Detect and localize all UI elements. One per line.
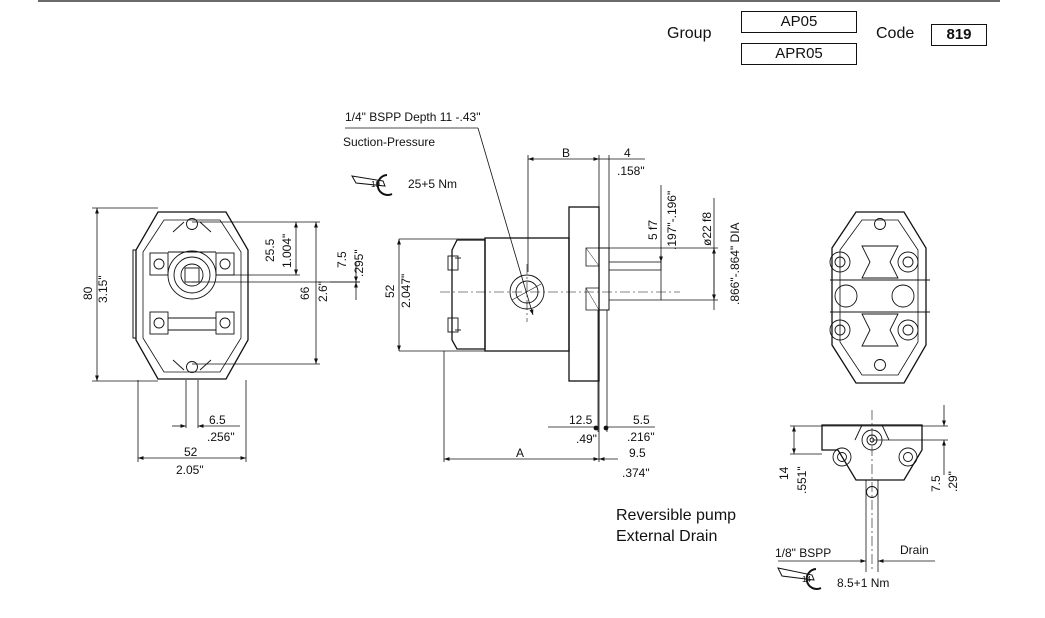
drain-view-details [832,424,918,498]
port-label: 1/4" BSPP Depth 11 -.43" [345,110,481,124]
drain-label: Drain [900,543,929,557]
wrench-icon-drain [777,567,822,590]
front-top-center-in: 1.004" [280,234,294,268]
front-height-mm: 80 [81,286,95,300]
front-offset-mm: 7.5 [335,251,349,268]
spigot-dia-in: .866"-.864" DIA [728,222,742,305]
shaft3-in: .374" [622,466,650,480]
shaft2-in: .216" [627,430,655,444]
front-top-center-mm: 25.5 [263,238,277,262]
wrench-icon [351,174,393,196]
code-value: 819 [931,24,987,46]
note-reversible: Reversible pump [616,507,737,524]
note-external-drain: External Drain [616,528,718,545]
drain-torque: 8.5+1 Nm [837,576,889,590]
side-view-outline [399,206,662,382]
port-torque: 25+5 Nm [408,177,457,191]
shaft3-mm: 9.5 [629,446,646,460]
front-view-details [149,218,235,373]
flange-view-outline [831,211,927,384]
side-view-details [447,247,600,333]
group-label: Group [667,25,712,42]
drain-height-in: .551" [795,466,809,494]
front-width-mm: 52 [184,445,198,459]
drain-thread: 1/8" BSPP [775,546,831,560]
front-view-outline [132,211,249,380]
front-slot-in: .256" [207,430,235,444]
flange-mm: 4 [624,146,631,160]
port-function: Suction-Pressure [343,135,435,149]
flange-in: .158" [617,164,645,178]
group-value-apr05: APR05 [741,43,857,65]
spigot-dia-mm: ø22 f8 [700,212,714,246]
shaft1-in: .49" [576,432,597,446]
drain-view-outline [821,424,923,481]
side-height-in: 2.047" [399,274,413,308]
drain-torque-key: 14 [802,575,811,584]
dim-b: B [562,146,570,160]
shaft2-mm: 5.5 [633,413,650,427]
flange-view-details [829,218,930,371]
drain-offset-in: .29" [946,471,960,492]
front-bolt-span-mm: 66 [298,286,312,300]
front-height-in: 3.15" [96,275,110,303]
front-width-in: 2.05" [176,463,204,477]
front-offset-in: .295" [352,249,366,277]
drain-offset-mm: 7.5 [929,475,943,492]
shaft1-mm: 12.5 [569,413,593,427]
side-height-mm: 52 [383,284,397,298]
spigot-depth-mm: 5 f7 [646,220,660,240]
code-label: Code [876,25,915,42]
port-torque-key: 19 [371,180,380,189]
dim-a: A [516,446,524,460]
group-value-ap05: AP05 [741,11,857,33]
front-bolt-span-in: 2.6" [316,281,330,302]
front-slot-mm: 6.5 [209,413,226,427]
drain-height-mm: 14 [777,466,791,480]
spigot-depth-in: .197"-.196" [665,191,679,250]
